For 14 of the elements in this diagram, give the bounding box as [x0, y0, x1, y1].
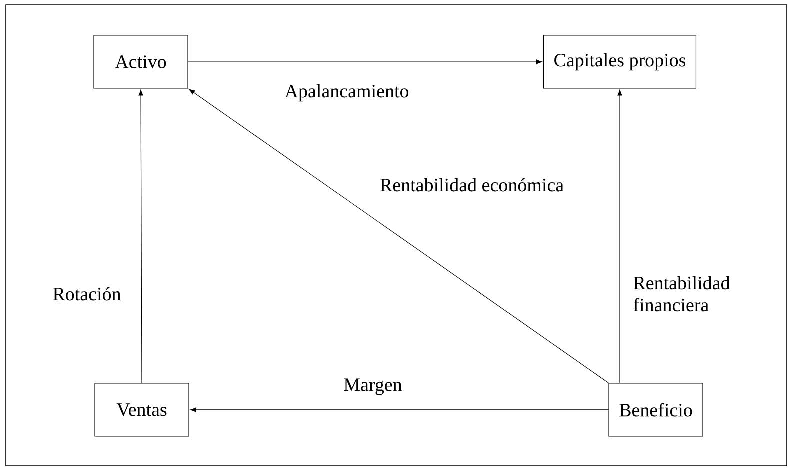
box: Ventas [94, 383, 190, 437]
edge-label: Rentabilidad financiera [632, 275, 740, 313]
box: Capitales propios [543, 35, 697, 89]
edge-label: Rotación [52, 286, 122, 302]
edge-label: Margen [342, 378, 404, 396]
box: Beneficio [608, 383, 704, 437]
edge-label: Apalancamiento [284, 83, 410, 103]
edge-label: Rentabilidad económica [378, 177, 566, 193]
arrow [189, 89, 609, 384]
arrow [188, 60, 542, 64]
arrow [190, 408, 609, 412]
arrow [138, 90, 144, 384]
arrow [618, 90, 622, 384]
box: Activo [94, 35, 188, 89]
